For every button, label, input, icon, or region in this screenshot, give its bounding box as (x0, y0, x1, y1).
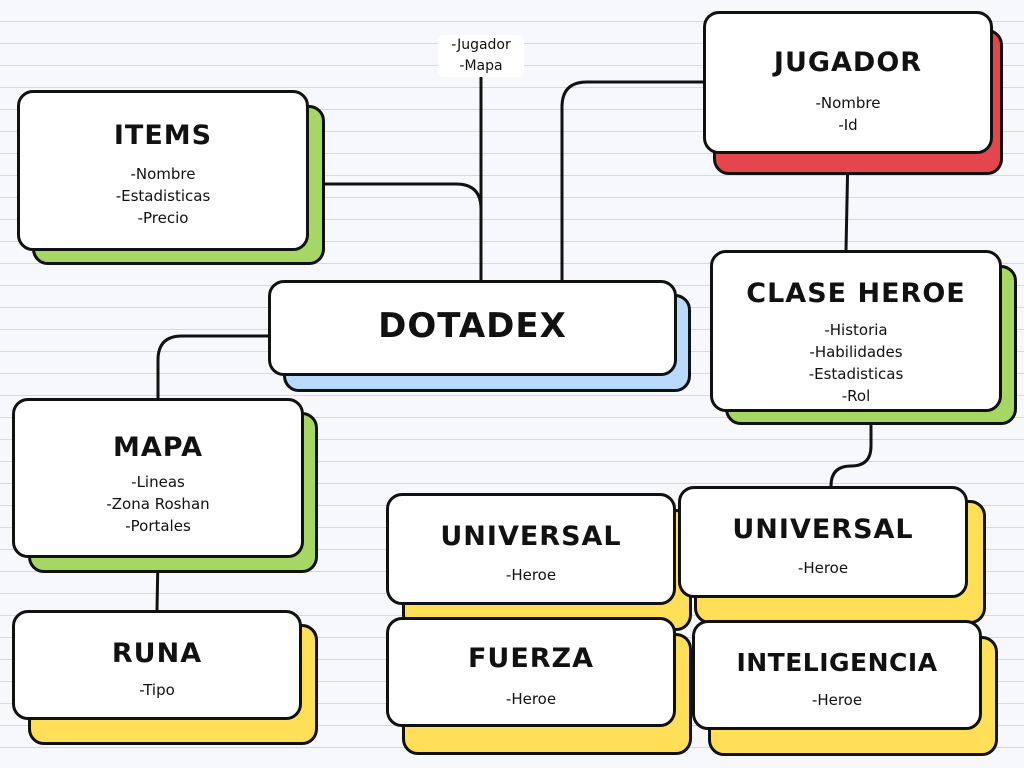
node-attributes: -Heroe (695, 689, 979, 711)
node-title: UNIVERSAL (732, 514, 914, 545)
items-card[interactable]: ITEMS -Nombre -Estadisticas -Precio (17, 90, 309, 251)
fuerza-card[interactable]: FUERZA -Heroe (386, 617, 676, 727)
attribute-item: -Precio (137, 208, 189, 227)
universal-right-card[interactable]: UNIVERSAL -Heroe (678, 486, 968, 598)
runa-card[interactable]: RUNA -Tipo (12, 610, 302, 720)
connector-clase-universal (829, 424, 873, 488)
attribute-item: -Lineas (131, 472, 185, 491)
attribute-item: -Estadisticas (115, 186, 211, 205)
inteligencia-card[interactable]: INTELIGENCIA -Heroe (692, 620, 982, 730)
attribute-item: -Heroe (797, 558, 849, 577)
connector-center-mapa (156, 334, 272, 400)
node-attributes: -Nombre -Estadisticas -Precio (20, 163, 306, 229)
connector-jugador-center (560, 80, 708, 282)
node-attributes: -Heroe (389, 688, 673, 710)
node-title: FUERZA (467, 643, 595, 674)
node-title: UNIVERSAL (440, 521, 622, 552)
jugador-card[interactable]: JUGADOR -Nombre -Id (703, 11, 993, 154)
attribute-item: -Portales (125, 516, 191, 535)
center-note: -Jugador -Mapa (438, 35, 524, 77)
node-attributes: -Nombre -Id (706, 92, 990, 136)
dotadex-card[interactable]: DOTADEX (268, 280, 677, 376)
center-note-line: -Mapa (459, 58, 503, 74)
attribute-item: -Heroe (811, 690, 863, 709)
attribute-item: -Zona Roshan (106, 494, 210, 513)
node-title: JUGADOR (773, 47, 923, 78)
node-attributes: -Heroe (389, 564, 673, 586)
attribute-item: -Estadisticas (808, 364, 904, 383)
attribute-item: -Heroe (505, 565, 557, 584)
attribute-item: -Historia (824, 320, 888, 339)
connector-items-center (320, 182, 483, 282)
node-title: MAPA (113, 432, 203, 463)
node-title: ITEMS (113, 120, 213, 151)
node-title: CLASE HEROE (746, 278, 966, 309)
node-attributes: -Historia -Habilidades -Estadisticas -Ro… (713, 319, 999, 407)
attribute-item: -Tipo (139, 680, 175, 699)
clase-heroe-card[interactable]: CLASE HEROE -Historia -Habilidades -Esta… (710, 250, 1002, 412)
attribute-item: -Id (838, 115, 858, 134)
attribute-item: -Rol (841, 386, 871, 405)
attribute-item: -Heroe (505, 689, 557, 708)
node-attributes: -Lineas -Zona Roshan -Portales (15, 471, 301, 537)
node-title: INTELIGENCIA (736, 648, 938, 677)
node-attributes: -Tipo (15, 679, 299, 701)
universal-left-card[interactable]: UNIVERSAL -Heroe (386, 493, 676, 605)
center-note-line: -Jugador (451, 37, 511, 53)
center-title: DOTADEX (378, 306, 567, 346)
node-attributes: -Heroe (681, 557, 965, 579)
mapa-card[interactable]: MAPA -Lineas -Zona Roshan -Portales (12, 398, 304, 558)
attribute-item: -Nombre (815, 93, 881, 112)
attribute-item: -Habilidades (809, 342, 903, 361)
node-title: RUNA (111, 638, 203, 669)
attribute-item: -Nombre (130, 164, 196, 183)
